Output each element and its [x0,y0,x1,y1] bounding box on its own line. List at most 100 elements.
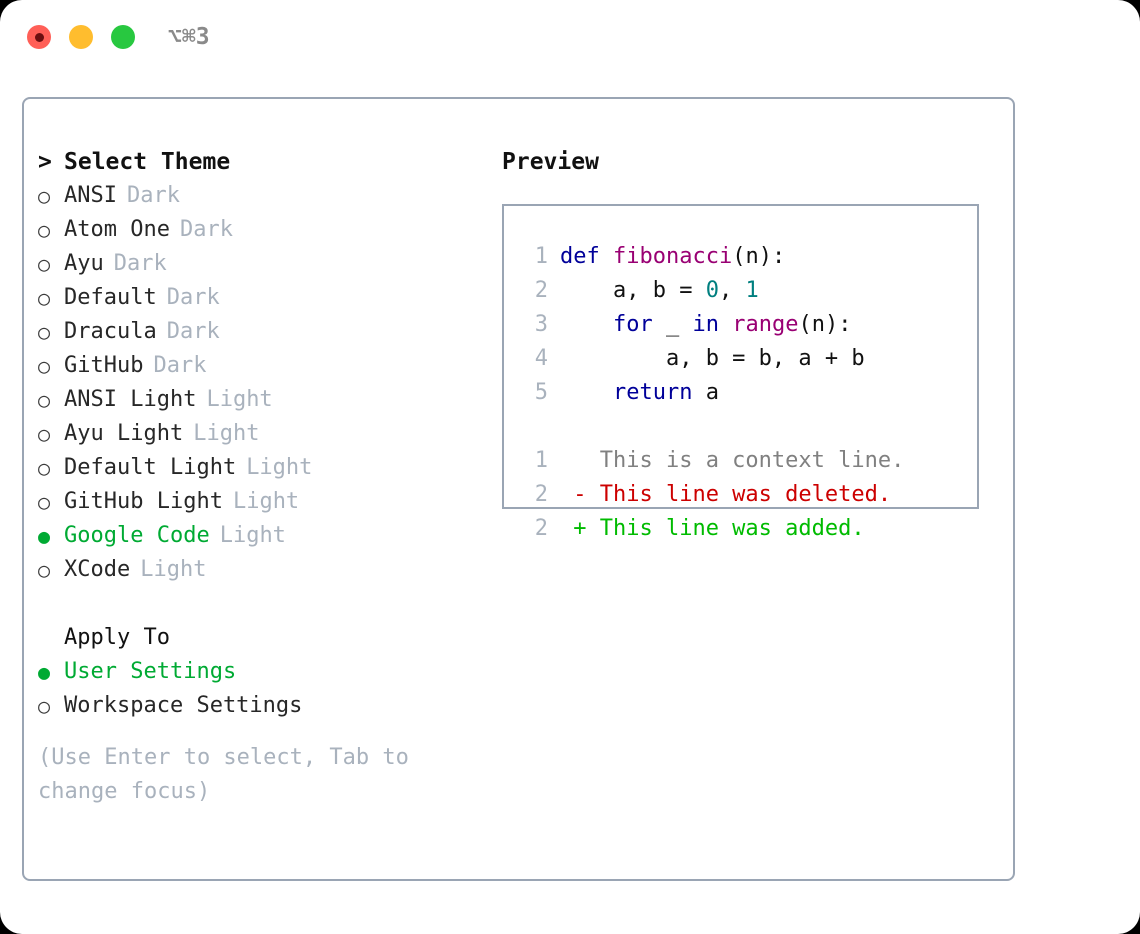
close-button[interactable] [27,25,51,49]
code-token: (n): [732,244,786,269]
keyboard-shortcut-label: ⌥⌘3 [168,24,210,50]
code-token: a, b = b, a + b [560,346,865,371]
code-token: def [560,244,613,269]
code-token: return [612,380,693,405]
theme-list-item[interactable]: ○ GitHub Dark [38,349,468,383]
theme-list-item[interactable]: ○ Ayu Dark [38,247,468,281]
line-number: 2 [534,278,548,303]
radio-selected-icon: ● [38,660,51,684]
line-number: 5 [534,380,548,405]
theme-list-item[interactable]: ○ Default Dark [38,281,468,315]
apply-to-label: User Settings [64,659,237,684]
apply-to-item[interactable]: ○ Workspace Settings [38,689,468,723]
theme-variant-label: Light [219,523,286,548]
code-line: 1 def fibonacci(n): [522,240,977,274]
theme-variant-label: Light [206,387,273,412]
theme-list-item[interactable]: ○ ANSI Dark [38,179,468,213]
code-line-content: a, b = 0, 1 [560,274,759,308]
line-number: 4 [534,346,548,371]
code-token: in [692,312,719,337]
line-number: 2 [534,482,548,507]
apply-to-header: Apply To [38,621,468,655]
theme-list-item[interactable]: ○ GitHub Light Light [38,485,468,519]
select-theme-header: > Select Theme [38,145,468,179]
apply-to-list: ● User Settings ○ Workspace Settings [38,655,468,723]
code-line: 5 return a [522,376,977,410]
radio-unselected-icon: ○ [38,694,51,718]
theme-variant-label: Dark [166,285,220,310]
code-token [719,312,732,337]
theme-name: GitHub Light [64,489,223,514]
radio-unselected-icon: ○ [38,354,51,378]
code-token [560,380,613,405]
diff-line-content: This is a context line. [560,448,905,473]
theme-variant-label: Light [232,489,300,514]
diff-line: 2 + This line was added. [522,512,977,546]
theme-list-item[interactable]: ○ Ayu Light Light [38,417,468,451]
theme-name: Ayu [64,251,104,276]
selection-caret-icon: > [38,149,52,175]
code-token: (n): [798,312,852,337]
theme-name: Default [64,285,157,310]
apply-to-header-label: Apply To [64,625,170,650]
radio-unselected-icon: ○ [38,558,51,582]
select-theme-header-label: Select Theme [64,149,231,175]
title-bar: ⌥⌘3 [0,0,1140,78]
code-token: a, b = [560,278,706,303]
theme-name: Atom One [64,217,170,242]
radio-unselected-icon: ○ [38,252,51,276]
code-token: fibonacci [612,244,733,269]
diff-line: 1 This is a context line. [522,444,977,478]
minimize-button[interactable] [69,25,93,49]
code-token: _ [652,312,693,337]
theme-name: Dracula [64,319,157,344]
list-spacer [38,587,468,621]
code-token [560,312,613,337]
diff-line: 2 - This line was deleted. [522,478,977,512]
theme-name: Google Code [64,523,210,548]
radio-unselected-icon: ○ [38,286,51,310]
maximize-button[interactable] [111,25,135,49]
theme-variant-label: Light [193,421,260,446]
code-line: 2 a, b = 0, 1 [522,274,977,308]
code-token: , [718,278,746,303]
theme-name: ANSI Light [64,387,197,412]
theme-list-item[interactable]: ● Google Code Light [38,519,468,553]
code-token: range [732,312,799,337]
radio-unselected-icon: ○ [38,218,51,242]
radio-unselected-icon: ○ [38,456,51,480]
theme-name: Ayu Light [64,421,184,446]
diff-sample: 1 This is a context line.2 - This line w… [522,444,977,546]
radio-selected-icon: ● [38,524,51,548]
code-diff-gap [522,410,977,444]
keyboard-hint-text: (Use Enter to select, Tab to change focu… [38,745,409,804]
radio-unselected-icon: ○ [38,422,51,446]
code-token: for [612,312,653,337]
line-number: 1 [534,244,548,269]
code-line-content: a, b = b, a + b [560,342,865,376]
apply-to-item[interactable]: ● User Settings [38,655,468,689]
radio-unselected-icon: ○ [38,490,51,514]
theme-name: GitHub [64,353,144,378]
theme-name: ANSI [64,183,117,208]
code-line-content: return a [560,376,719,410]
theme-variant-label: Dark [126,183,180,208]
theme-variant-label: Dark [113,251,167,276]
theme-variant-label: Dark [153,353,207,378]
radio-unselected-icon: ○ [38,184,51,208]
preview-title: Preview [502,149,599,175]
apply-to-label: Workspace Settings [64,693,303,718]
diff-line-content: - This line was deleted. [560,482,892,507]
